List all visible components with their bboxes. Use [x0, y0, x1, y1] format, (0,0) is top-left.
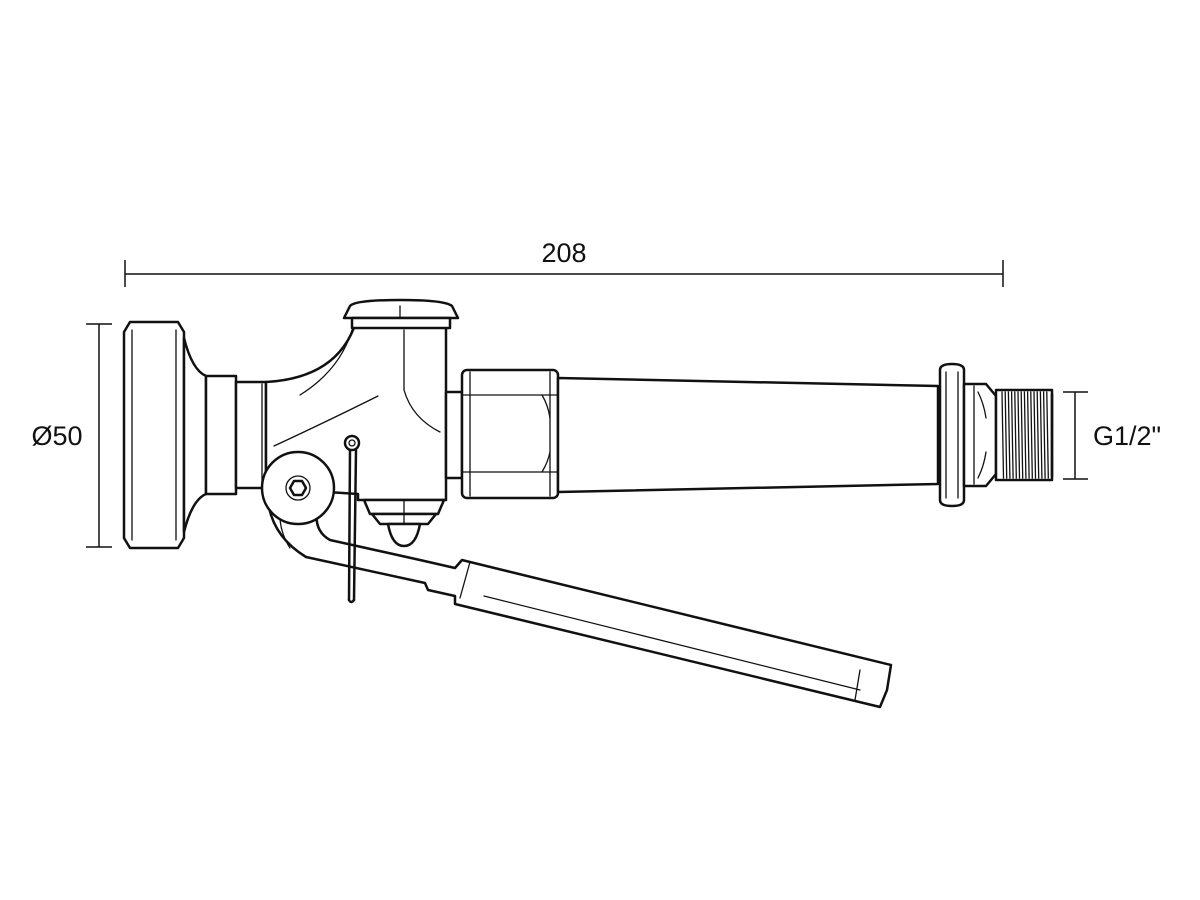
- thread-line: [1033, 391, 1037, 479]
- threaded-end: [994, 388, 1054, 482]
- length-dimension: 208: [124, 238, 1004, 287]
- thread-line: [1020, 391, 1024, 479]
- thread-line: [1010, 391, 1014, 479]
- connector-ring: [938, 362, 998, 508]
- thread-line: [1030, 391, 1033, 479]
- pivot-hub: [260, 450, 336, 526]
- thread-line: [1042, 391, 1046, 479]
- thread-line: [1046, 391, 1049, 479]
- bottom-nut: [362, 498, 446, 548]
- lever-handle: [266, 476, 893, 709]
- thread-line: [1007, 391, 1011, 479]
- thread-dimension-label: G1/2": [1093, 421, 1161, 451]
- thread-dimension: G1/2": [1063, 391, 1161, 480]
- flange-neck: [204, 374, 268, 496]
- wall-flange: [122, 320, 208, 550]
- thread-line: [1014, 391, 1017, 479]
- thread-line: [1039, 391, 1043, 479]
- thread-line: [1001, 391, 1005, 479]
- thread-lines: [1001, 391, 1049, 479]
- thread-line: [1004, 391, 1008, 479]
- hex-nut: [444, 368, 560, 500]
- thread-line: [1036, 391, 1040, 479]
- top-cap: [342, 298, 460, 330]
- safety-pin: [343, 434, 361, 604]
- length-dimension-label: 208: [541, 238, 586, 268]
- diameter-dimension-label: Ø50: [31, 421, 82, 451]
- diameter-dimension: Ø50: [31, 323, 112, 548]
- thread-line: [1023, 391, 1027, 479]
- tapered-tube: [556, 376, 940, 494]
- thread-line: [1017, 391, 1021, 479]
- thread-line: [1026, 391, 1030, 479]
